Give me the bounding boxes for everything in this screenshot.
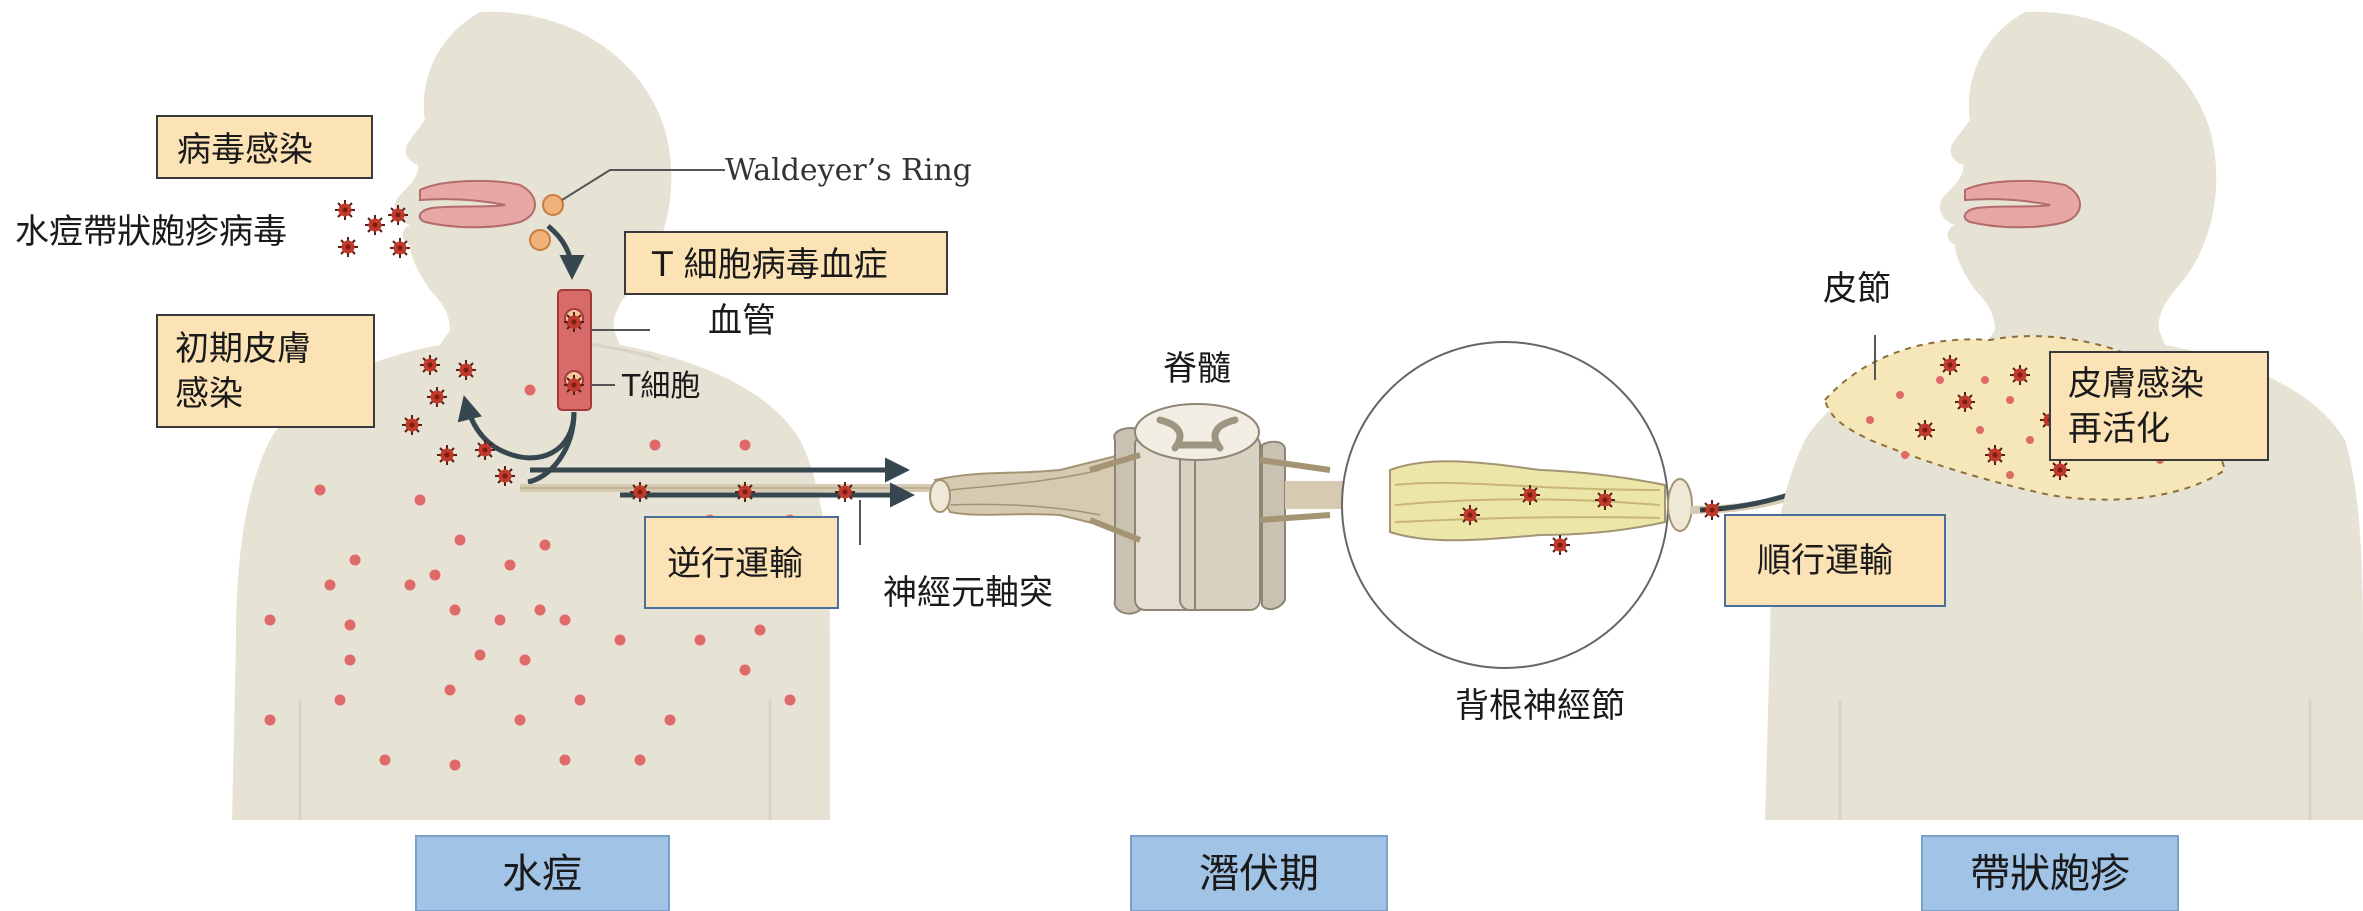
lesion-dot	[1896, 391, 1904, 399]
initial-skin-line1: 初期皮膚	[175, 329, 311, 369]
lesion-dot	[415, 495, 426, 506]
t-cell-viremia-callout: T 細胞病毒血症	[625, 232, 947, 294]
lesion-dot	[455, 535, 466, 546]
infection-label: 病毒感染	[177, 130, 313, 170]
infection-callout: 病毒感染	[157, 116, 372, 178]
lesion-dot	[325, 580, 336, 591]
lesion-dot	[350, 555, 361, 566]
spinal-cord-label: 脊髓	[1163, 349, 1231, 389]
lesion-dot	[615, 635, 626, 646]
lesion-dot	[335, 695, 346, 706]
reactivation-callout: 皮膚感染 再活化	[2050, 352, 2268, 460]
lesion-dot	[380, 755, 391, 766]
phase-latency: 潛伏期	[1131, 836, 1387, 911]
anterograde-transport-callout: 順行運輸	[1725, 515, 1945, 606]
spinal-cord	[1114, 404, 1285, 614]
anterograde-label: 順行運輸	[1757, 541, 1893, 581]
lesion-dot	[575, 695, 586, 706]
lesion-dot	[1866, 416, 1874, 424]
lesion-dot	[515, 715, 526, 726]
lesion-dot	[475, 650, 486, 661]
dermatome-label: 皮節	[1823, 269, 1891, 309]
phase-zoster: 帶狀皰疹	[1922, 836, 2178, 911]
lesion-dot	[740, 665, 751, 676]
phase-latency-label: 潛伏期	[1199, 851, 1319, 897]
lesion-dot	[635, 755, 646, 766]
lesion-dot	[535, 605, 546, 616]
lesion-dot	[525, 385, 536, 396]
lesion-dot	[695, 635, 706, 646]
retrograde-transport-callout: 逆行運輸	[645, 517, 838, 608]
lesion-dot	[345, 620, 356, 631]
lesion-dot	[1976, 426, 1984, 434]
dorsal-root-ganglion	[1342, 342, 1692, 668]
phase-varicella: 水痘	[416, 836, 669, 911]
reactivation-line2: 再活化	[2068, 409, 2170, 449]
lesion-dot	[560, 615, 571, 626]
lesion-dot	[740, 440, 751, 451]
retrograde-label: 逆行運輸	[667, 544, 803, 584]
t-cell-viremia-label: T 細胞病毒血症	[651, 245, 888, 285]
lesion-dot	[785, 695, 796, 706]
blood-vessel-label: 血管	[708, 301, 776, 341]
lesion-dot	[540, 540, 551, 551]
lesion-dot	[405, 580, 416, 591]
lesion-dot	[1901, 451, 1909, 459]
lesion-dot	[265, 715, 276, 726]
lesion-dot	[560, 755, 571, 766]
lesion-dot	[2006, 471, 2014, 479]
lesion-dot	[665, 715, 676, 726]
initial-skin-line2: 感染	[175, 374, 243, 414]
lesion-dot	[755, 625, 766, 636]
lesion-dot	[430, 570, 441, 581]
lesion-dot	[2006, 396, 2014, 404]
phase-varicella-label: 水痘	[502, 851, 582, 897]
drg-label: 背根神經節	[1455, 686, 1625, 726]
phase-zoster-label: 帶狀皰疹	[1970, 851, 2130, 897]
lesion-dot	[2026, 436, 2034, 444]
lesion-dot	[315, 485, 326, 496]
waldeyer-label: Waldeyer’s Ring	[725, 153, 972, 188]
lesion-dot	[650, 440, 661, 451]
lesion-dot	[1981, 376, 1989, 384]
lesion-dot	[495, 615, 506, 626]
lesion-dot	[345, 655, 356, 666]
lesion-dot	[505, 560, 516, 571]
initial-skin-infection-callout: 初期皮膚 感染	[157, 315, 374, 427]
lesion-dot	[445, 685, 456, 696]
lesion-dot	[450, 760, 461, 771]
lesion-dot	[265, 615, 276, 626]
reactivation-line1: 皮膚感染	[2068, 364, 2204, 404]
lesion-dot	[1936, 376, 1944, 384]
vzv-label: 水痘帶狀皰疹病毒	[15, 212, 287, 252]
blood-vessel	[558, 290, 591, 410]
t-cell-label: T細胞	[621, 369, 700, 404]
lesion-dot	[450, 605, 461, 616]
axon-label: 神經元軸突	[883, 573, 1053, 613]
lesion-dot	[520, 655, 531, 666]
emitted-viruses	[335, 200, 410, 258]
